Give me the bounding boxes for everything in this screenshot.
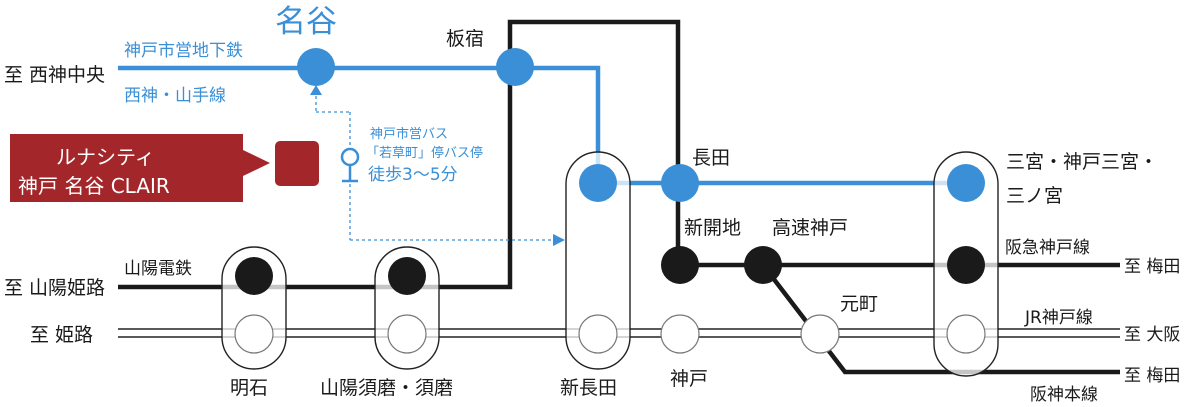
label-property-2: 神戸 名谷 CLAIR xyxy=(18,174,170,198)
label-sanyo-dentetsu: 山陽電鉄 xyxy=(124,259,192,279)
label-to-sanyo-himeji: 至 山陽姫路 xyxy=(4,277,105,299)
label-itayado: 板宿 xyxy=(446,28,484,50)
station-shinnagata-jr xyxy=(578,314,618,354)
label-sannomiya-1: 三宮・神戸三宮・ xyxy=(1006,151,1158,173)
station-sanyosuma xyxy=(388,257,426,295)
label-shinkaichi: 新開地 xyxy=(684,217,741,239)
label-sannomiya-2: 三ノ宮 xyxy=(1006,185,1063,207)
label-myodani: 名谷 xyxy=(275,4,337,40)
label-bus-1: 神戸市営バス xyxy=(370,126,448,142)
label-seishin-yamate: 西神・山手線 xyxy=(124,86,226,106)
station-shinkaichi xyxy=(661,246,699,284)
station-suma-jr xyxy=(387,314,427,354)
label-nagata: 長田 xyxy=(692,147,730,169)
property-marker xyxy=(275,141,319,186)
label-kosokukobe: 高速神戸 xyxy=(772,217,848,239)
station-kobe-jr xyxy=(660,314,700,354)
label-hanshin: 阪神本線 xyxy=(1030,385,1098,405)
label-bus-3: 徒歩3〜5分 xyxy=(368,165,458,185)
station-sannomiya-subway xyxy=(947,164,985,202)
label-jr-kobe: JR神戸線 xyxy=(1024,308,1093,328)
station-myodani xyxy=(297,48,335,86)
walk-route xyxy=(310,85,565,246)
station-shinnagata-subway xyxy=(579,164,617,202)
station-akashi-jr xyxy=(234,314,274,354)
label-to-umeda-hankyu: 至 梅田 xyxy=(1124,257,1180,277)
label-hankyu-kobe: 阪急神戸線 xyxy=(1005,238,1090,258)
label-sanyosuma-suma: 山陽須磨・須磨 xyxy=(320,377,453,399)
arrow-right-icon xyxy=(553,234,565,246)
label-to-nishikamonaka: 至 西神中央 xyxy=(4,64,105,86)
station-nagata xyxy=(661,164,699,202)
label-shinnagata: 新長田 xyxy=(560,377,617,399)
station-motomachi xyxy=(800,314,840,354)
capsule-shinnagata xyxy=(565,151,631,370)
label-to-himeji: 至 姫路 xyxy=(30,324,93,346)
station-akashi-sanyo xyxy=(235,257,273,295)
station-kosokukobe xyxy=(744,246,782,284)
label-kobe: 神戸 xyxy=(670,368,708,390)
station-itayado xyxy=(496,48,534,86)
label-to-osaka: 至 大阪 xyxy=(1124,325,1180,345)
arrow-up-icon xyxy=(310,85,322,95)
label-kobe-subway: 神戸市営地下鉄 xyxy=(124,41,243,61)
label-property-1: ルナシティ xyxy=(56,145,155,169)
hanshin-line xyxy=(761,263,1120,375)
label-motomachi: 元町 xyxy=(840,293,878,315)
subway-seishin-line xyxy=(118,65,601,183)
label-to-umeda-hanshin: 至 梅田 xyxy=(1124,366,1180,386)
label-akashi: 明石 xyxy=(230,377,268,399)
station-sannomiya-hankyu xyxy=(947,246,985,284)
label-bus-2: 「若草町」停バス停 xyxy=(366,145,483,161)
property-banner xyxy=(10,134,319,202)
station-sannomiya-jr xyxy=(946,314,986,354)
bus-stop-pin-icon xyxy=(340,147,360,183)
